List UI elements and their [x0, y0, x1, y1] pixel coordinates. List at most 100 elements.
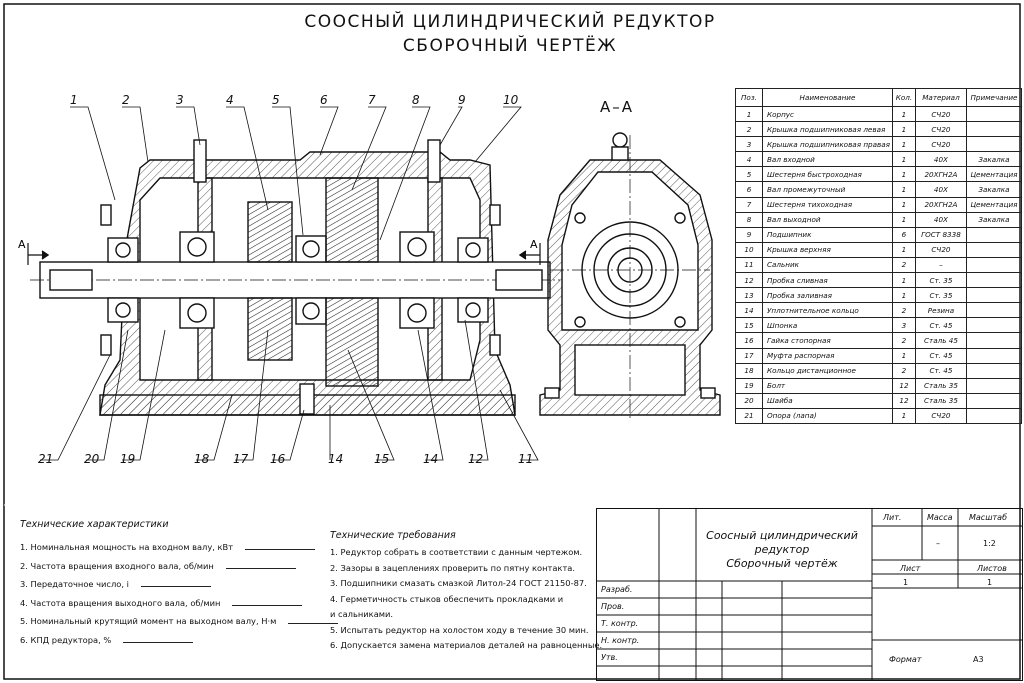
title-block-name: Соосный цилиндрический редуктор Сборочны…	[697, 529, 867, 571]
cell-note	[965, 317, 1022, 334]
specs-title: Технические характеристики	[20, 519, 169, 530]
cell-material: Ст. 35	[914, 287, 967, 304]
format-value: А3	[973, 655, 984, 664]
cell-name: Шестерня быстроходная	[762, 166, 893, 183]
spec-value-field	[232, 596, 303, 606]
cell-note	[965, 105, 1022, 123]
gear-slow-top	[325, 177, 379, 263]
mass-label: Масса	[927, 513, 953, 522]
cell-material: 20ХГН2А	[914, 166, 967, 183]
spec-value-field	[288, 614, 339, 624]
spec-value-field	[140, 577, 211, 587]
gear-fast-bottom	[247, 297, 293, 361]
cell-pos: 16	[735, 332, 763, 349]
spec-item-label: 1. Номинальная мощность на входном валу,…	[20, 542, 234, 552]
cell-note: Закалка	[965, 181, 1022, 198]
cell-pos: 20	[735, 392, 763, 409]
cell-name: Крышка подшипниковая левая	[762, 121, 893, 138]
cell-qty: 1	[891, 166, 916, 183]
cell-material: 40Х	[914, 211, 967, 228]
cell-note	[965, 272, 1022, 289]
cell-material: Резина	[914, 302, 967, 319]
cell-name: Болт	[762, 377, 893, 394]
callout-number: 17	[233, 452, 249, 466]
cell-qty: 1	[891, 136, 916, 153]
cell-material: Сталь 35	[914, 392, 967, 409]
cell-note: Закалка	[965, 211, 1022, 228]
cell-pos: 21	[735, 407, 763, 424]
cut-marker-left: А	[18, 238, 26, 251]
cell-material: Сталь 45	[914, 332, 967, 349]
callout-number: 5	[272, 93, 280, 107]
callout-number: 7	[368, 93, 376, 107]
callout-number: 21	[38, 452, 54, 466]
cell-material: 20ХГН2А	[914, 196, 967, 213]
role-developer: Разраб.	[601, 585, 633, 594]
name-line-1: Соосный цилиндрический	[706, 529, 858, 542]
spec-item: 1. Номинальная мощность на входном валу,…	[20, 540, 316, 552]
cell-note: Цементация	[965, 196, 1022, 213]
cell-pos: 11	[735, 256, 763, 274]
cell-qty: 1	[891, 241, 916, 258]
spec-item-label: 6. КПД редуктора, %	[20, 634, 112, 645]
requirement-item: 2. Зазоры в зацеплениях проверить по пят…	[330, 562, 575, 573]
cell-name: Шпонка	[762, 317, 893, 334]
cell-material: СЧ20	[914, 407, 967, 424]
cell-qty: 1	[891, 272, 916, 289]
cell-material: СЧ20	[914, 241, 967, 258]
callout-number: 11	[518, 452, 534, 466]
callout-number: 18	[194, 452, 210, 466]
cell-name: Пробка заливная	[762, 287, 893, 304]
callout-number: 9	[458, 93, 466, 107]
drawing-title-line1: СООСНЫЙ ЦИЛИНДРИЧЕСКИЙ РЕДУКТОР	[304, 12, 716, 32]
cell-qty: 2	[891, 332, 916, 349]
cell-pos: 13	[735, 287, 763, 304]
parts-table-header: Поз. Наименование Кол. Материал Примечан…	[735, 88, 1022, 107]
cell-qty: 1	[891, 287, 916, 304]
sheets-value: 1	[987, 578, 993, 587]
cell-note	[965, 136, 1022, 153]
sheet-label: Лист	[900, 564, 921, 573]
cell-qty: 1	[891, 181, 916, 198]
spec-item-label: 2. Частота вращения входного вала, об/ми…	[20, 560, 214, 571]
gear-fast-top	[247, 201, 293, 263]
cell-name: Опора (лапа)	[762, 407, 893, 424]
spec-item: 4. Частота вращения выходного вала, об/м…	[20, 596, 303, 608]
callout-number: 6	[320, 93, 328, 107]
requirement-item: и сальниками.	[330, 609, 394, 619]
cell-name: Муфта распорная	[762, 347, 893, 364]
callout-number: 12	[468, 452, 484, 466]
cell-material: Ст. 35	[914, 272, 967, 289]
col-qty: Кол.	[891, 88, 916, 107]
cell-pos: 9	[735, 226, 763, 243]
cell-note	[965, 392, 1022, 409]
callout-number: 19	[120, 452, 136, 466]
side-section-view	[539, 132, 721, 420]
cell-note	[965, 347, 1022, 364]
cell-pos: 2	[735, 121, 763, 138]
scale-label: Масштаб	[969, 513, 1008, 522]
cell-note	[965, 377, 1022, 394]
title-block-grid	[595, 507, 1023, 681]
spec-item-label: 3. Передаточное число, i	[20, 579, 129, 589]
cell-pos: 14	[735, 302, 763, 319]
cell-material: СЧ20	[914, 136, 967, 153]
callout-number: 10	[503, 93, 519, 107]
title-block: Соосный цилиндрический редуктор Сборочны…	[595, 507, 1023, 681]
cell-qty: 1	[891, 407, 916, 424]
cell-pos: 5	[735, 166, 763, 183]
requirement-item: 3. Подшипники смазать смазкой Литол-24 Г…	[330, 578, 587, 588]
role-norm-control: Н. контр.	[601, 636, 640, 645]
